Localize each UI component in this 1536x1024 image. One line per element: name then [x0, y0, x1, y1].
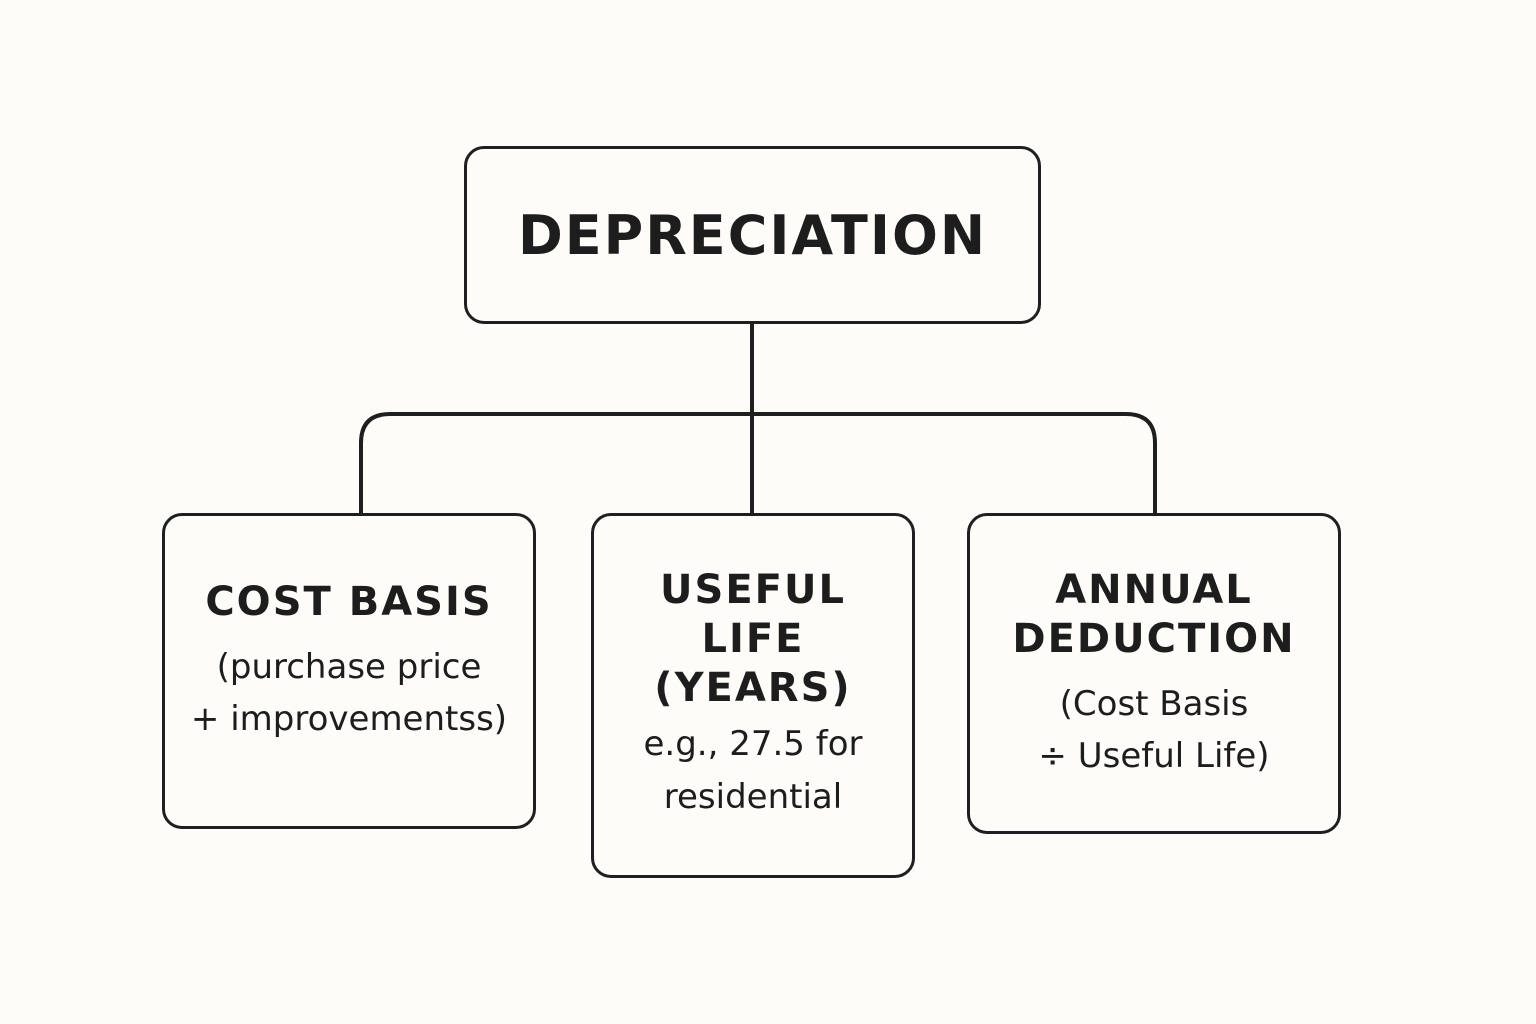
- cost-basis-node: COST BASIS (purchase price + improvement…: [162, 513, 536, 829]
- annual-deduction-description: (Cost Basis ÷ Useful Life): [1038, 683, 1270, 777]
- useful-life-node: USEFUL LIFE (YEARS) e.g., 27.5 for resid…: [591, 513, 915, 878]
- depreciation-title: DEPRECIATION: [517, 203, 988, 267]
- branch-connector: [359, 412, 1157, 513]
- useful-life-description: e.g., 27.5 for residential: [643, 724, 863, 818]
- annual-deduction-title: ANNUAL DEDUCTION: [1012, 567, 1296, 662]
- depreciation-node: DEPRECIATION: [464, 146, 1041, 324]
- useful-life-title: USEFUL LIFE (YEARS): [654, 567, 852, 711]
- cost-basis-title: COST BASIS: [205, 579, 493, 625]
- cost-basis-description: (purchase price + improvementss): [190, 646, 508, 740]
- annual-deduction-node: ANNUAL DEDUCTION (Cost Basis ÷ Useful Li…: [967, 513, 1341, 834]
